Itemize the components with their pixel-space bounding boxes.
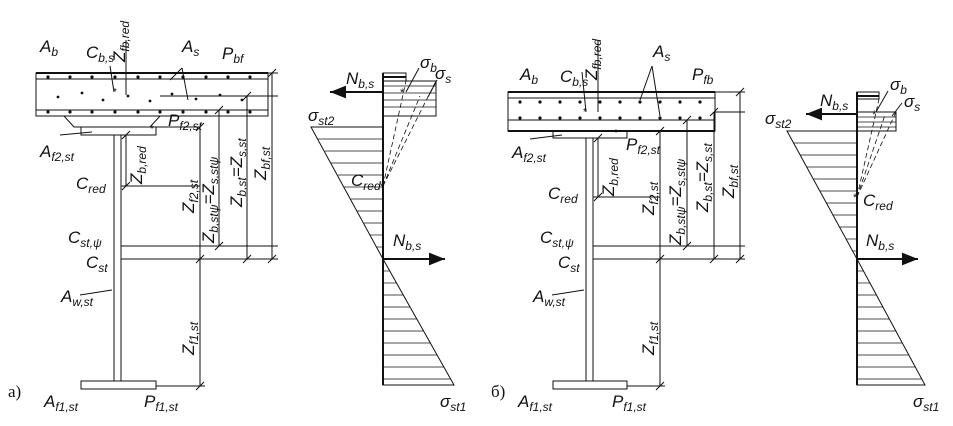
label-a-f1st-b: Af1,st <box>517 392 553 414</box>
label-z-bst-b: Zb,st=Zs,st <box>693 143 715 213</box>
label-z-f1st-b: Zf1,st <box>639 321 661 356</box>
stress-diagram-b: * * <box>786 90 926 386</box>
panel-b-section: * * <box>507 40 745 391</box>
label-z-bred-b: Zb,red <box>599 158 621 197</box>
label-z-fbred-b: Zfb,red <box>582 39 604 81</box>
label-c-red-stress-a: Cred <box>351 171 381 193</box>
label-a-wst: Aw,st <box>60 287 94 309</box>
label-c-st-b: Cst <box>558 253 580 275</box>
label-a-s: As <box>181 37 199 59</box>
label-a-f2st-b: Af2,st <box>511 143 547 165</box>
stress-a-labels: Nb,s σb σs σst2 Cred Nb,s σst1 <box>308 53 466 414</box>
panel-a-labels: a) Ab Cb,s Zfb,red As Pbf Pf2,st Af2,st … <box>8 21 273 414</box>
label-c-red-b: Cred <box>548 184 578 206</box>
label-n-bs-top-b: Nb,s <box>820 91 848 113</box>
label-p-bf: Pbf <box>222 44 245 66</box>
label-z-bst: Zb,st=Zs,st <box>227 138 249 208</box>
label-n-bs-mid-b: Nb,s <box>866 231 894 253</box>
label-p-fb-b: Pfb <box>692 65 714 87</box>
label-sigma-st1-a: σst1 <box>440 392 466 414</box>
label-c-stpsi-b: Cst,ψ <box>540 228 574 250</box>
label-sigma-b-b: σb <box>890 75 907 97</box>
svg-text:*: * <box>853 192 858 204</box>
label-c-bs-b: Cb,s <box>560 67 588 89</box>
stress-triangle-bottom-b <box>856 258 926 386</box>
label-a-s-b: As <box>652 42 670 64</box>
svg-text:*: * <box>380 181 385 193</box>
svg-text:*: * <box>400 87 405 99</box>
web-b <box>585 137 594 382</box>
panel-a-letter: a) <box>8 382 21 401</box>
label-c-stpsi: Cst,ψ <box>68 228 102 250</box>
label-sigma-st1-b: σst1 <box>913 392 939 414</box>
stress-triangle-bottom-a <box>382 257 455 386</box>
label-a-wst-b: Aw,st <box>532 287 566 309</box>
label-n-bs-mid-a: Nb,s <box>393 231 421 253</box>
label-c-red-stress-b: Cred <box>863 191 893 213</box>
label-c-bs: Cb,s <box>86 43 114 65</box>
panel-b-letter: б) <box>491 382 505 401</box>
label-p-f1st-b: Pf1,st <box>612 392 647 414</box>
label-z-f2st-b: Zf2,st <box>639 181 661 216</box>
label-z-fbred: Zfb,red <box>110 21 132 63</box>
bottom-flange-a <box>80 380 157 390</box>
panel-a-section: * * <box>35 40 278 391</box>
label-z-f2st: Zf2,st <box>179 179 201 214</box>
label-sigma-b-a: σb <box>420 53 437 75</box>
label-p-f1st: Pf1,st <box>144 392 179 414</box>
label-sigma-s-a: σs <box>435 64 451 86</box>
label-z-bstpsi-b: Zb,stψ=Zs,stψ <box>666 159 688 246</box>
svg-text:*: * <box>872 109 877 121</box>
label-a-f2st: Af2,st <box>39 142 75 164</box>
stress-triangle-top-a <box>310 126 384 260</box>
web-a <box>113 134 122 382</box>
svg-text:*: * <box>614 128 618 139</box>
svg-text:*: * <box>583 107 587 118</box>
rebar-dots-a <box>46 75 252 114</box>
label-p-f2st: Pf2,st <box>168 111 203 133</box>
label-c-red: Cred <box>76 174 106 196</box>
svg-text:*: * <box>150 124 154 135</box>
label-a-f1st: Af1,st <box>43 392 79 414</box>
label-c-st: Cst <box>86 253 108 275</box>
label-z-bstpsi: Zb,stψ=Zs,stψ <box>199 157 221 244</box>
label-z-f1st: Zf1,st <box>179 321 201 356</box>
label-z-bred: Zb,red <box>127 146 149 185</box>
label-sigma-st2-b: σst2 <box>765 109 792 131</box>
label-sigma-st2-a: σst2 <box>308 106 335 128</box>
svg-text:*: * <box>113 87 117 98</box>
label-a-b: Ab <box>39 37 58 59</box>
label-sigma-s-b: σs <box>904 92 920 114</box>
label-p-f2st-b: Pf2,st <box>626 135 661 157</box>
panel-b-labels: б) Ab Cb,s Zfb,red As Pfb Af2,st Pf2,st … <box>491 39 741 414</box>
stress-triangle-top-b <box>786 130 858 260</box>
label-z-bfst-b: Zbf,st <box>719 164 741 199</box>
label-z-bfst: Zbf,st <box>251 146 273 181</box>
top-flange-a <box>80 126 157 136</box>
rebar-dots-b <box>518 100 702 120</box>
stress-diagram-a: * * <box>310 67 455 386</box>
stress-b-labels: Nb,s σb σs σst2 Cred Nb,s σst1 <box>765 75 939 414</box>
label-a-b-b: Ab <box>519 65 538 87</box>
bottom-flange-b <box>552 380 628 390</box>
label-n-bs-top-a: Nb,s <box>346 69 374 91</box>
